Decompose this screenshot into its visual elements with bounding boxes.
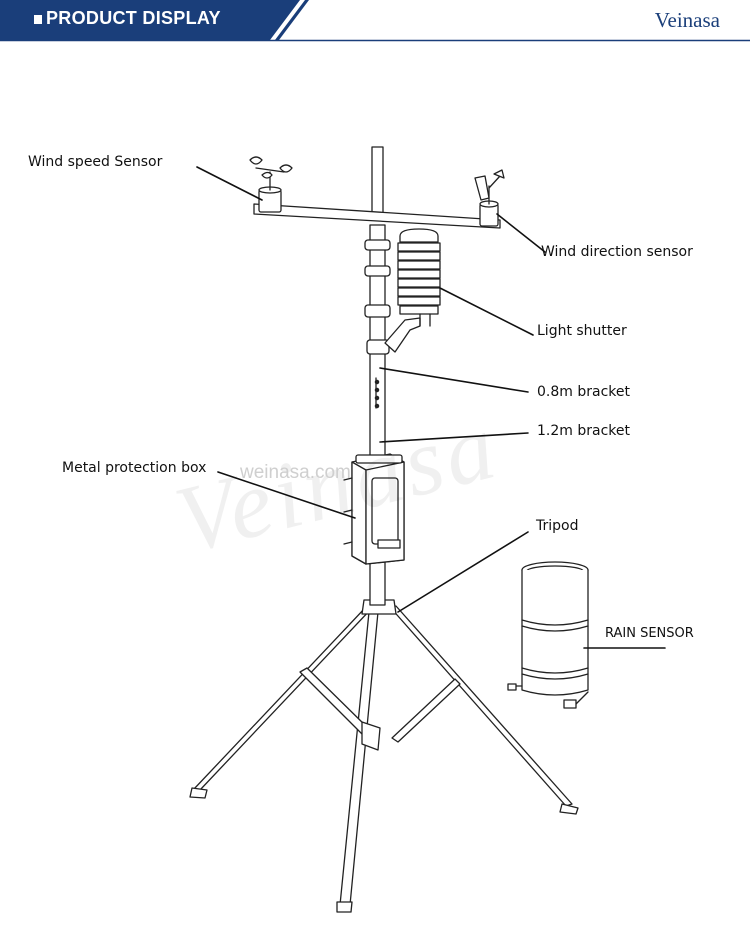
crossarm <box>249 156 505 229</box>
leader-lines <box>196 166 666 649</box>
tripod <box>189 599 579 913</box>
label-wind-speed-sensor: Wind speed Sensor <box>28 154 163 170</box>
rain-sensor-drawing <box>507 561 589 709</box>
label-metal-protection-box: Metal protection box <box>62 460 207 476</box>
brand-name: Veinasa <box>654 8 720 32</box>
label-light-shutter: Light shutter <box>537 323 627 339</box>
label-wind-direction-sensor: Wind direction sensor <box>541 244 693 260</box>
metal-box-drawing <box>343 453 405 565</box>
header-bullet-icon <box>34 15 42 24</box>
wind-speed-sensor-drawing <box>249 156 293 213</box>
watermark: weinasa.com <box>240 462 351 483</box>
label-0-8m-bracket: 0.8m bracket <box>537 384 630 400</box>
header-bar: PRODUCT DISPLAY Veinasa <box>0 0 750 42</box>
label-1-2m-bracket: 1.2m bracket <box>537 423 630 439</box>
page-title: PRODUCT DISPLAY <box>46 8 221 28</box>
wind-direction-sensor-drawing <box>474 169 505 227</box>
header-banner-shape <box>0 0 750 42</box>
label-tripod: Tripod <box>536 518 579 534</box>
label-rain-sensor: RAIN SENSOR <box>605 626 694 641</box>
light-shutter-drawing <box>384 228 441 353</box>
